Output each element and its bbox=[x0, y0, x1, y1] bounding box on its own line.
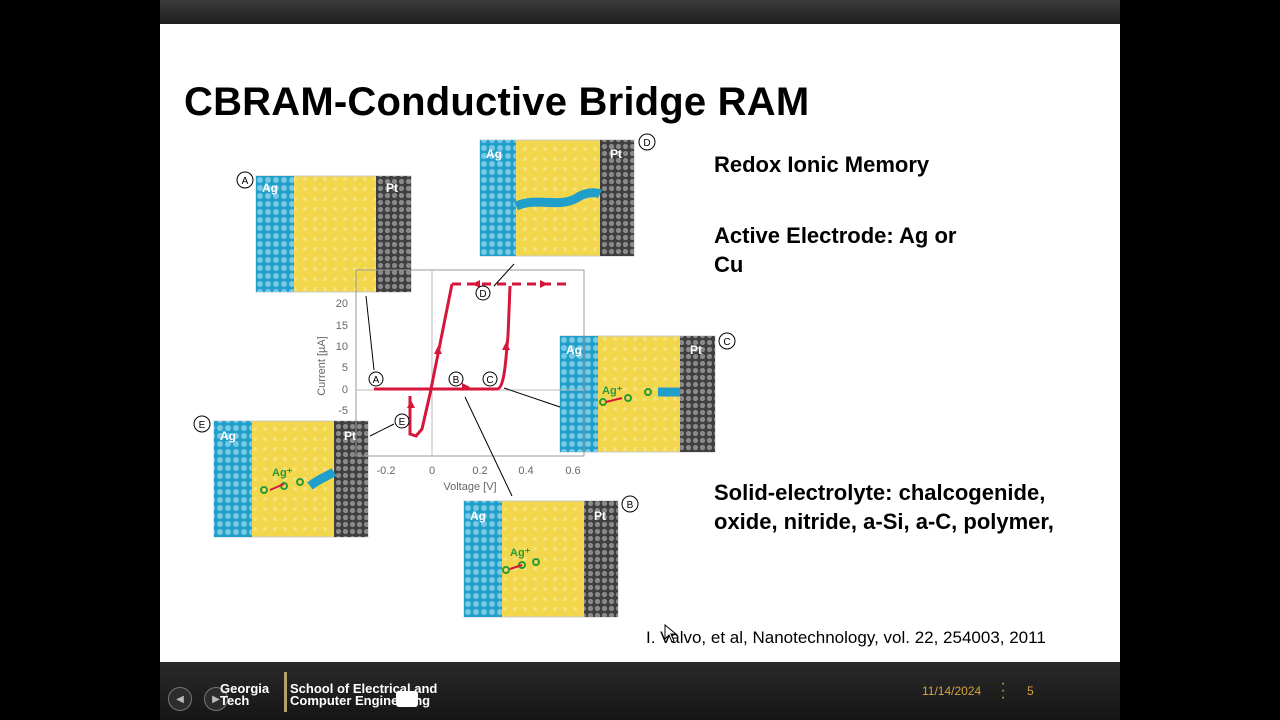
mouse-cursor-icon bbox=[664, 624, 678, 643]
panel-e-marker: E bbox=[199, 420, 206, 431]
previous-arrow-icon: ◀ bbox=[176, 693, 184, 705]
slide-number: 5 bbox=[1027, 684, 1034, 698]
bullet-electrolyte-line1: Solid-electrolyte: chalcogenide, bbox=[714, 480, 1046, 505]
bullet-electrolyte: Solid-electrolyte: chalcogenide, oxide, … bbox=[714, 478, 1054, 536]
citation: I. Valvo, et al, Nanotechnology, vol. 22… bbox=[646, 628, 1046, 647]
panel-b-pt-label: Pt bbox=[594, 509, 606, 523]
panel-b-marker: B bbox=[627, 500, 634, 511]
y-tick-5: 5 bbox=[342, 362, 348, 374]
bullet-redox-line1: Redox Ionic Memory bbox=[714, 152, 930, 177]
panel-c-ag-label: Ag bbox=[566, 343, 582, 357]
logo-divider bbox=[284, 672, 287, 712]
logo-line1: Georgia bbox=[220, 681, 270, 696]
panel-e-pt-label: Pt bbox=[344, 429, 356, 443]
panel-d: Ag Pt D bbox=[479, 133, 656, 257]
panel-c-marker: C bbox=[723, 337, 730, 348]
x-tick-0-2: 0.2 bbox=[472, 465, 487, 477]
panel-c-ion-label: Ag⁺ bbox=[602, 385, 623, 397]
plot-marker-d: D bbox=[479, 289, 486, 300]
plot-marker-a: A bbox=[373, 375, 380, 386]
x-tick-0: 0 bbox=[429, 465, 435, 477]
window-top-bar bbox=[160, 0, 1120, 24]
plot-marker-c: C bbox=[486, 375, 493, 386]
panel-b: Ag⁺ Ag Pt B bbox=[463, 495, 639, 618]
x-tick-0-4: 0.4 bbox=[518, 465, 533, 477]
y-tick-0: 0 bbox=[342, 384, 348, 396]
slide: CBRAM-Conductive Bridge RAM Ag Pt bbox=[160, 24, 1120, 662]
y-tick-20: 20 bbox=[336, 298, 348, 310]
next-arrow-icon: ▶ bbox=[212, 693, 220, 705]
panel-a-ag-label: Ag bbox=[262, 181, 278, 195]
georgia-tech-logo: Georgia Tech bbox=[220, 681, 270, 708]
panel-e-ag-label: Ag bbox=[220, 429, 236, 443]
slide-date: 11/14/2024 bbox=[922, 684, 982, 698]
y-tick-10: 10 bbox=[336, 341, 348, 353]
camera-icon[interactable] bbox=[396, 691, 418, 707]
iv-plot: 20 15 10 5 0 -5 -0.2 0 0.2 0.4 0.6 Curre… bbox=[316, 263, 585, 497]
plot-marker-b: B bbox=[453, 375, 460, 386]
iv-set-branch bbox=[374, 285, 512, 391]
panel-a: Ag Pt A bbox=[236, 171, 412, 293]
panel-b-ag-label: Ag bbox=[470, 509, 486, 523]
bullet-electrode-line1: Active Electrode: Ag or bbox=[714, 223, 957, 248]
previous-slide-button[interactable]: ◀ bbox=[168, 687, 192, 711]
iv-reset-branch bbox=[408, 283, 454, 438]
bullet-electrode: Active Electrode: Ag or Cu bbox=[714, 221, 956, 279]
y-tick-15: 15 bbox=[336, 320, 348, 332]
panel-a-pt-label: Pt bbox=[386, 181, 398, 195]
panel-a-marker: A bbox=[242, 176, 249, 187]
panel-b-ion-label: Ag⁺ bbox=[510, 547, 531, 559]
y-axis-label: Current [µA] bbox=[316, 336, 328, 396]
x-axis-label: Voltage [V] bbox=[443, 481, 496, 493]
next-slide-button[interactable]: ▶ bbox=[204, 687, 228, 711]
x-tick-minus0-2: -0.2 bbox=[377, 465, 396, 477]
x-tick-0-6: 0.6 bbox=[565, 465, 580, 477]
panel-e: Ag⁺ Ag Pt E bbox=[193, 415, 369, 538]
panel-e-ion-label: Ag⁺ bbox=[272, 467, 293, 479]
cbram-figure: Ag Pt A Ag Pt D Ag⁺ Ag bbox=[193, 133, 736, 618]
panel-c-pt-label: Pt bbox=[690, 343, 702, 357]
panel-c: Ag⁺ Ag Pt C bbox=[559, 332, 736, 453]
y-tick-minus5: -5 bbox=[338, 405, 348, 417]
bullet-electrolyte-line2: oxide, nitride, a-Si, a-C, polymer, bbox=[714, 509, 1054, 534]
panel-d-ag-label: Ag bbox=[486, 147, 502, 161]
bullet-redox: Redox Ionic Memory bbox=[714, 150, 929, 179]
logo-line2: Tech bbox=[220, 693, 250, 708]
panel-d-pt-label: Pt bbox=[610, 147, 622, 161]
panel-d-marker: D bbox=[643, 138, 650, 149]
bullet-electrode-line2: Cu bbox=[714, 252, 744, 277]
more-options-icon[interactable]: ··· bbox=[1000, 675, 1006, 706]
school-line2: Computer Engineering bbox=[290, 693, 431, 708]
plot-marker-e: E bbox=[399, 417, 406, 428]
slide-title: CBRAM-Conductive Bridge RAM bbox=[184, 80, 810, 124]
presentation-footer: ◀ ▶ Georgia Tech School of Electrical an… bbox=[160, 662, 1120, 720]
